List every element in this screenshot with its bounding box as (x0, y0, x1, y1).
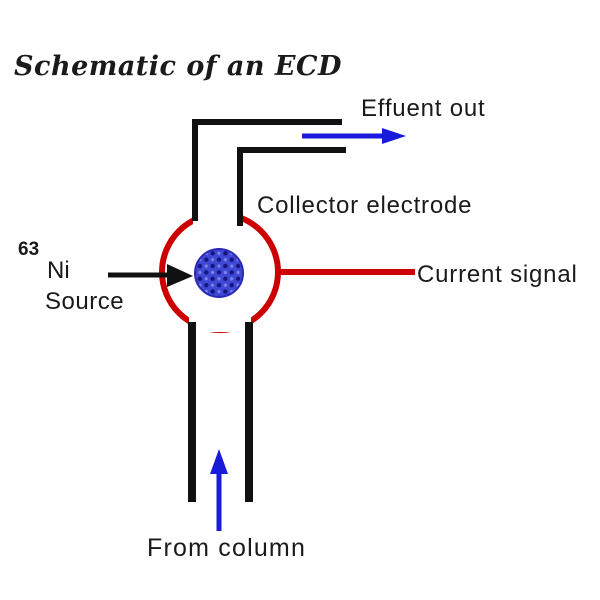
effluent-out-label: Effuent out (361, 95, 486, 122)
column-flow-arrow-icon (210, 449, 228, 531)
source-word-label: Source (45, 288, 125, 315)
outlet-tube-outer-wall (192, 119, 342, 221)
ring-bottom-gap (189, 312, 251, 332)
source-pointer-arrow-icon (108, 264, 193, 287)
outlet-tube-inner-wall (237, 147, 346, 226)
current-signal-label: Current signal (417, 261, 578, 288)
source-element-label: Ni (47, 257, 70, 284)
collector-electrode-label: Collector electrode (257, 192, 473, 219)
ring-top-gap (193, 208, 242, 230)
ni-source-disc (194, 248, 244, 298)
source-isotope-label: 63 (18, 239, 40, 260)
from-column-label: From column (147, 534, 307, 562)
effluent-flow-arrow-icon (302, 128, 406, 144)
page-title: Schematic of an ECD (14, 51, 342, 82)
